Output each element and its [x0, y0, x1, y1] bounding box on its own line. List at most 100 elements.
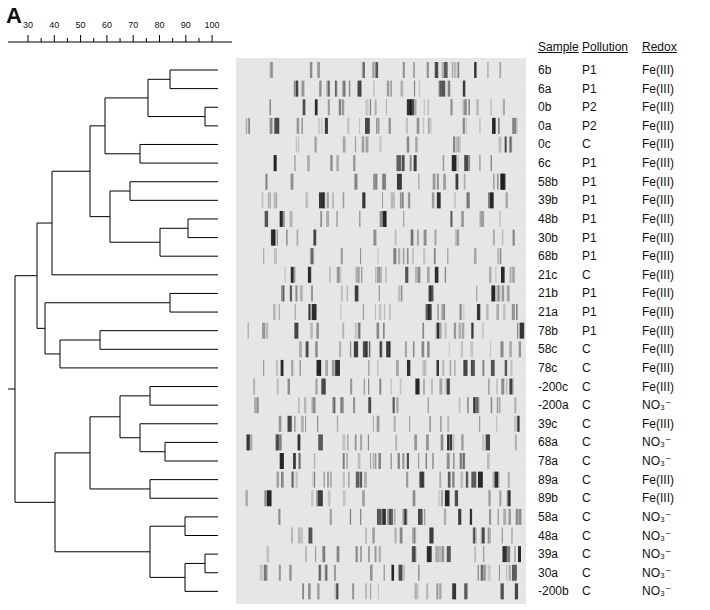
- gel-band: [437, 174, 439, 190]
- gel-band: [352, 583, 354, 599]
- gel-band: [478, 304, 479, 320]
- gel-band: [452, 472, 454, 488]
- gel-band: [248, 323, 249, 339]
- gel-band: [444, 323, 447, 339]
- gel-band: [407, 360, 410, 376]
- gel-band: [490, 341, 491, 357]
- gel-band: [519, 323, 521, 339]
- gel-band: [471, 360, 475, 376]
- gel-band: [491, 155, 492, 171]
- gel-band: [481, 565, 484, 581]
- gel-band: [310, 323, 313, 339]
- gel-band: [483, 565, 485, 581]
- dendrogram-branch: [100, 330, 218, 331]
- gel-band: [454, 192, 456, 208]
- dendrogram-branch: [148, 79, 170, 80]
- gel-band: [386, 99, 387, 115]
- gel-band: [499, 211, 500, 227]
- gel-band: [330, 472, 332, 488]
- gel-band: [509, 565, 511, 581]
- gel-band: [495, 472, 498, 488]
- gel-band: [321, 118, 322, 134]
- gel-band: [294, 81, 296, 97]
- gel-band: [341, 248, 343, 264]
- gel-band: [513, 230, 515, 246]
- gel-band: [479, 416, 480, 432]
- gel-band: [303, 99, 306, 115]
- gel-band: [298, 434, 301, 450]
- gel-band: [368, 379, 369, 395]
- gel-band: [508, 509, 510, 525]
- gel-band: [453, 453, 455, 469]
- gel-band: [318, 490, 323, 506]
- gel-band: [468, 99, 470, 115]
- redox-state: NO₃⁻: [642, 529, 671, 543]
- sample-id: 21c: [538, 268, 557, 282]
- gel-band: [279, 565, 281, 581]
- gel-band: [377, 267, 380, 283]
- gel-band: [419, 81, 421, 97]
- gel-band: [414, 155, 416, 171]
- gel-band: [413, 341, 415, 357]
- gel-band: [294, 304, 295, 320]
- gel-band: [507, 285, 510, 301]
- gel-band: [501, 267, 505, 283]
- gel-band: [400, 81, 403, 97]
- gel-band: [515, 583, 518, 599]
- gel-band: [299, 360, 300, 376]
- gel-band: [401, 285, 403, 301]
- gel-band: [413, 62, 414, 78]
- gel-band: [418, 509, 423, 525]
- redox-state: Fe(III): [642, 491, 674, 505]
- gel-band: [426, 304, 431, 320]
- gel-band: [432, 453, 434, 469]
- gel-band: [342, 472, 345, 488]
- pollution-class: C: [582, 473, 591, 487]
- dendrogram-branch: [45, 353, 60, 354]
- gel-band: [389, 304, 391, 320]
- gel-band: [378, 546, 381, 562]
- dendrogram-branch: [150, 498, 218, 499]
- gel-band: [454, 62, 457, 78]
- dendrogram-branch: [90, 216, 110, 217]
- gel-band: [339, 99, 341, 115]
- gel-band: [447, 416, 449, 432]
- gel-band: [375, 304, 376, 320]
- gel-band: [440, 416, 442, 432]
- gel-band: [246, 118, 248, 134]
- gel-band: [496, 379, 498, 395]
- gel-band: [313, 397, 316, 413]
- sample-id: 48b: [538, 212, 558, 226]
- pollution-class: C: [582, 417, 591, 431]
- gel-band: [517, 323, 518, 339]
- gel-band: [332, 360, 335, 376]
- redox-state: Fe(III): [642, 82, 674, 96]
- scale-number: 30: [23, 20, 33, 31]
- sample-id: 6a: [538, 82, 551, 96]
- gel-band: [501, 174, 506, 190]
- gel-band: [369, 341, 370, 357]
- redox-state: Fe(III): [642, 305, 674, 319]
- gel-band: [459, 323, 462, 339]
- gel-band: [349, 81, 350, 97]
- gel-band: [343, 490, 346, 506]
- gel-band: [484, 565, 486, 581]
- gel-band: [362, 192, 365, 208]
- gel-band: [307, 155, 310, 171]
- scale-tick: [133, 35, 134, 42]
- gel-band: [468, 155, 470, 171]
- gel-band: [325, 118, 328, 134]
- gel-band: [403, 565, 405, 581]
- gel-band: [320, 360, 322, 376]
- gel-band: [514, 397, 516, 413]
- gel-band: [503, 304, 505, 320]
- gel-band: [456, 174, 459, 190]
- gel-band: [400, 379, 402, 395]
- dendrogram-branch: [160, 256, 218, 257]
- sample-id: 78c: [538, 361, 557, 375]
- redox-state: Fe(III): [642, 100, 674, 114]
- gel-band: [499, 62, 501, 78]
- pollution-class: C: [582, 137, 591, 151]
- gel-band: [511, 528, 513, 544]
- gel-band: [359, 211, 360, 227]
